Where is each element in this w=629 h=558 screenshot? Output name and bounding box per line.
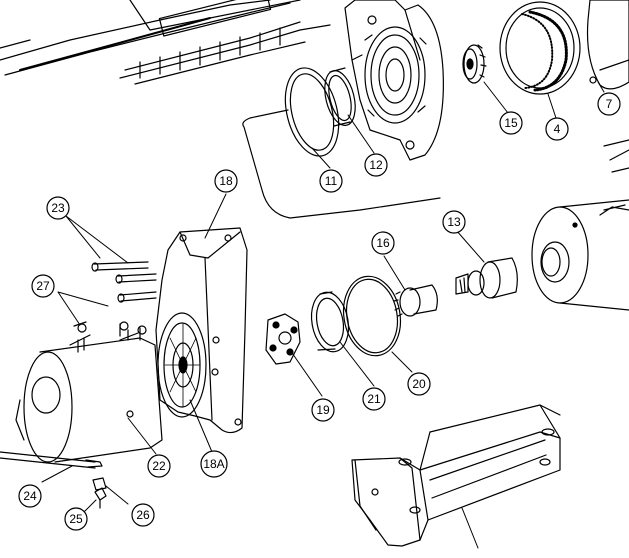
roller-fairlead — [352, 405, 560, 546]
part-18A-end-plate — [158, 313, 206, 417]
callout-7-label: 7 — [606, 97, 613, 111]
upper-gear-housing — [345, 0, 443, 160]
callout-4: 4 — [546, 118, 568, 140]
callout-20: 20 — [408, 373, 430, 395]
part-12-ring — [320, 67, 361, 128]
callout-20-label: 20 — [412, 377, 426, 391]
part-24-rod — [0, 452, 102, 468]
callout-25-label: 25 — [69, 512, 83, 526]
part-11-ring — [277, 62, 347, 161]
gear-group-boundary — [243, 110, 629, 218]
callout-19-label: 19 — [316, 403, 330, 417]
part-22-motor — [16, 333, 162, 462]
callout-13: 13 — [443, 211, 465, 233]
callout-26-label: 26 — [136, 508, 150, 522]
callout-13-label: 13 — [447, 215, 461, 229]
part-7-end-cover — [588, 0, 629, 89]
part-20-o-ring — [337, 272, 406, 361]
callout-23: 23 — [47, 197, 69, 219]
part-21-bearing — [307, 289, 353, 354]
callout-16-label: 16 — [376, 236, 390, 250]
callout-27-label: 27 — [36, 279, 50, 293]
callout-26: 26 — [132, 504, 154, 526]
leader-lines — [42, 82, 604, 548]
callout-15: 15 — [500, 112, 522, 134]
callout-22: 22 — [148, 455, 170, 477]
callout-21: 21 — [363, 388, 385, 410]
callout-4-label: 4 — [554, 122, 561, 136]
callout-18: 18 — [215, 170, 237, 192]
part-13-carrier — [456, 258, 517, 298]
callout-18A-label: 18A — [203, 457, 224, 471]
part-23-tie-rods — [92, 262, 156, 302]
part-26-fitting — [93, 478, 106, 490]
callout-24: 24 — [19, 485, 41, 507]
callout-25: 25 — [65, 508, 87, 530]
callout-15-label: 15 — [504, 116, 518, 130]
callout-22-label: 22 — [152, 459, 166, 473]
upper-left-assembly — [0, 0, 330, 84]
callout-16: 16 — [372, 232, 394, 254]
callout-11-label: 11 — [325, 174, 338, 188]
callout-27: 27 — [32, 275, 54, 297]
part-15-sun-gear — [463, 45, 486, 83]
callout-24-label: 24 — [23, 489, 37, 503]
callout-12: 12 — [365, 154, 387, 176]
callout-23-label: 23 — [51, 201, 65, 215]
callout-12-label: 12 — [369, 158, 383, 172]
part-16-gear — [394, 285, 437, 316]
callout-21-label: 21 — [367, 392, 381, 406]
callout-19: 19 — [312, 399, 334, 421]
callout-7: 7 — [598, 93, 620, 115]
winch-drum — [532, 150, 629, 310]
part-25-fitting — [95, 488, 106, 508]
callout-18-label: 18 — [219, 174, 233, 188]
part-18-bracket — [156, 228, 247, 433]
part-4-ring-gear — [500, 2, 580, 94]
callout-11: 11 — [320, 170, 342, 192]
callout-18A: 18A — [201, 451, 227, 477]
